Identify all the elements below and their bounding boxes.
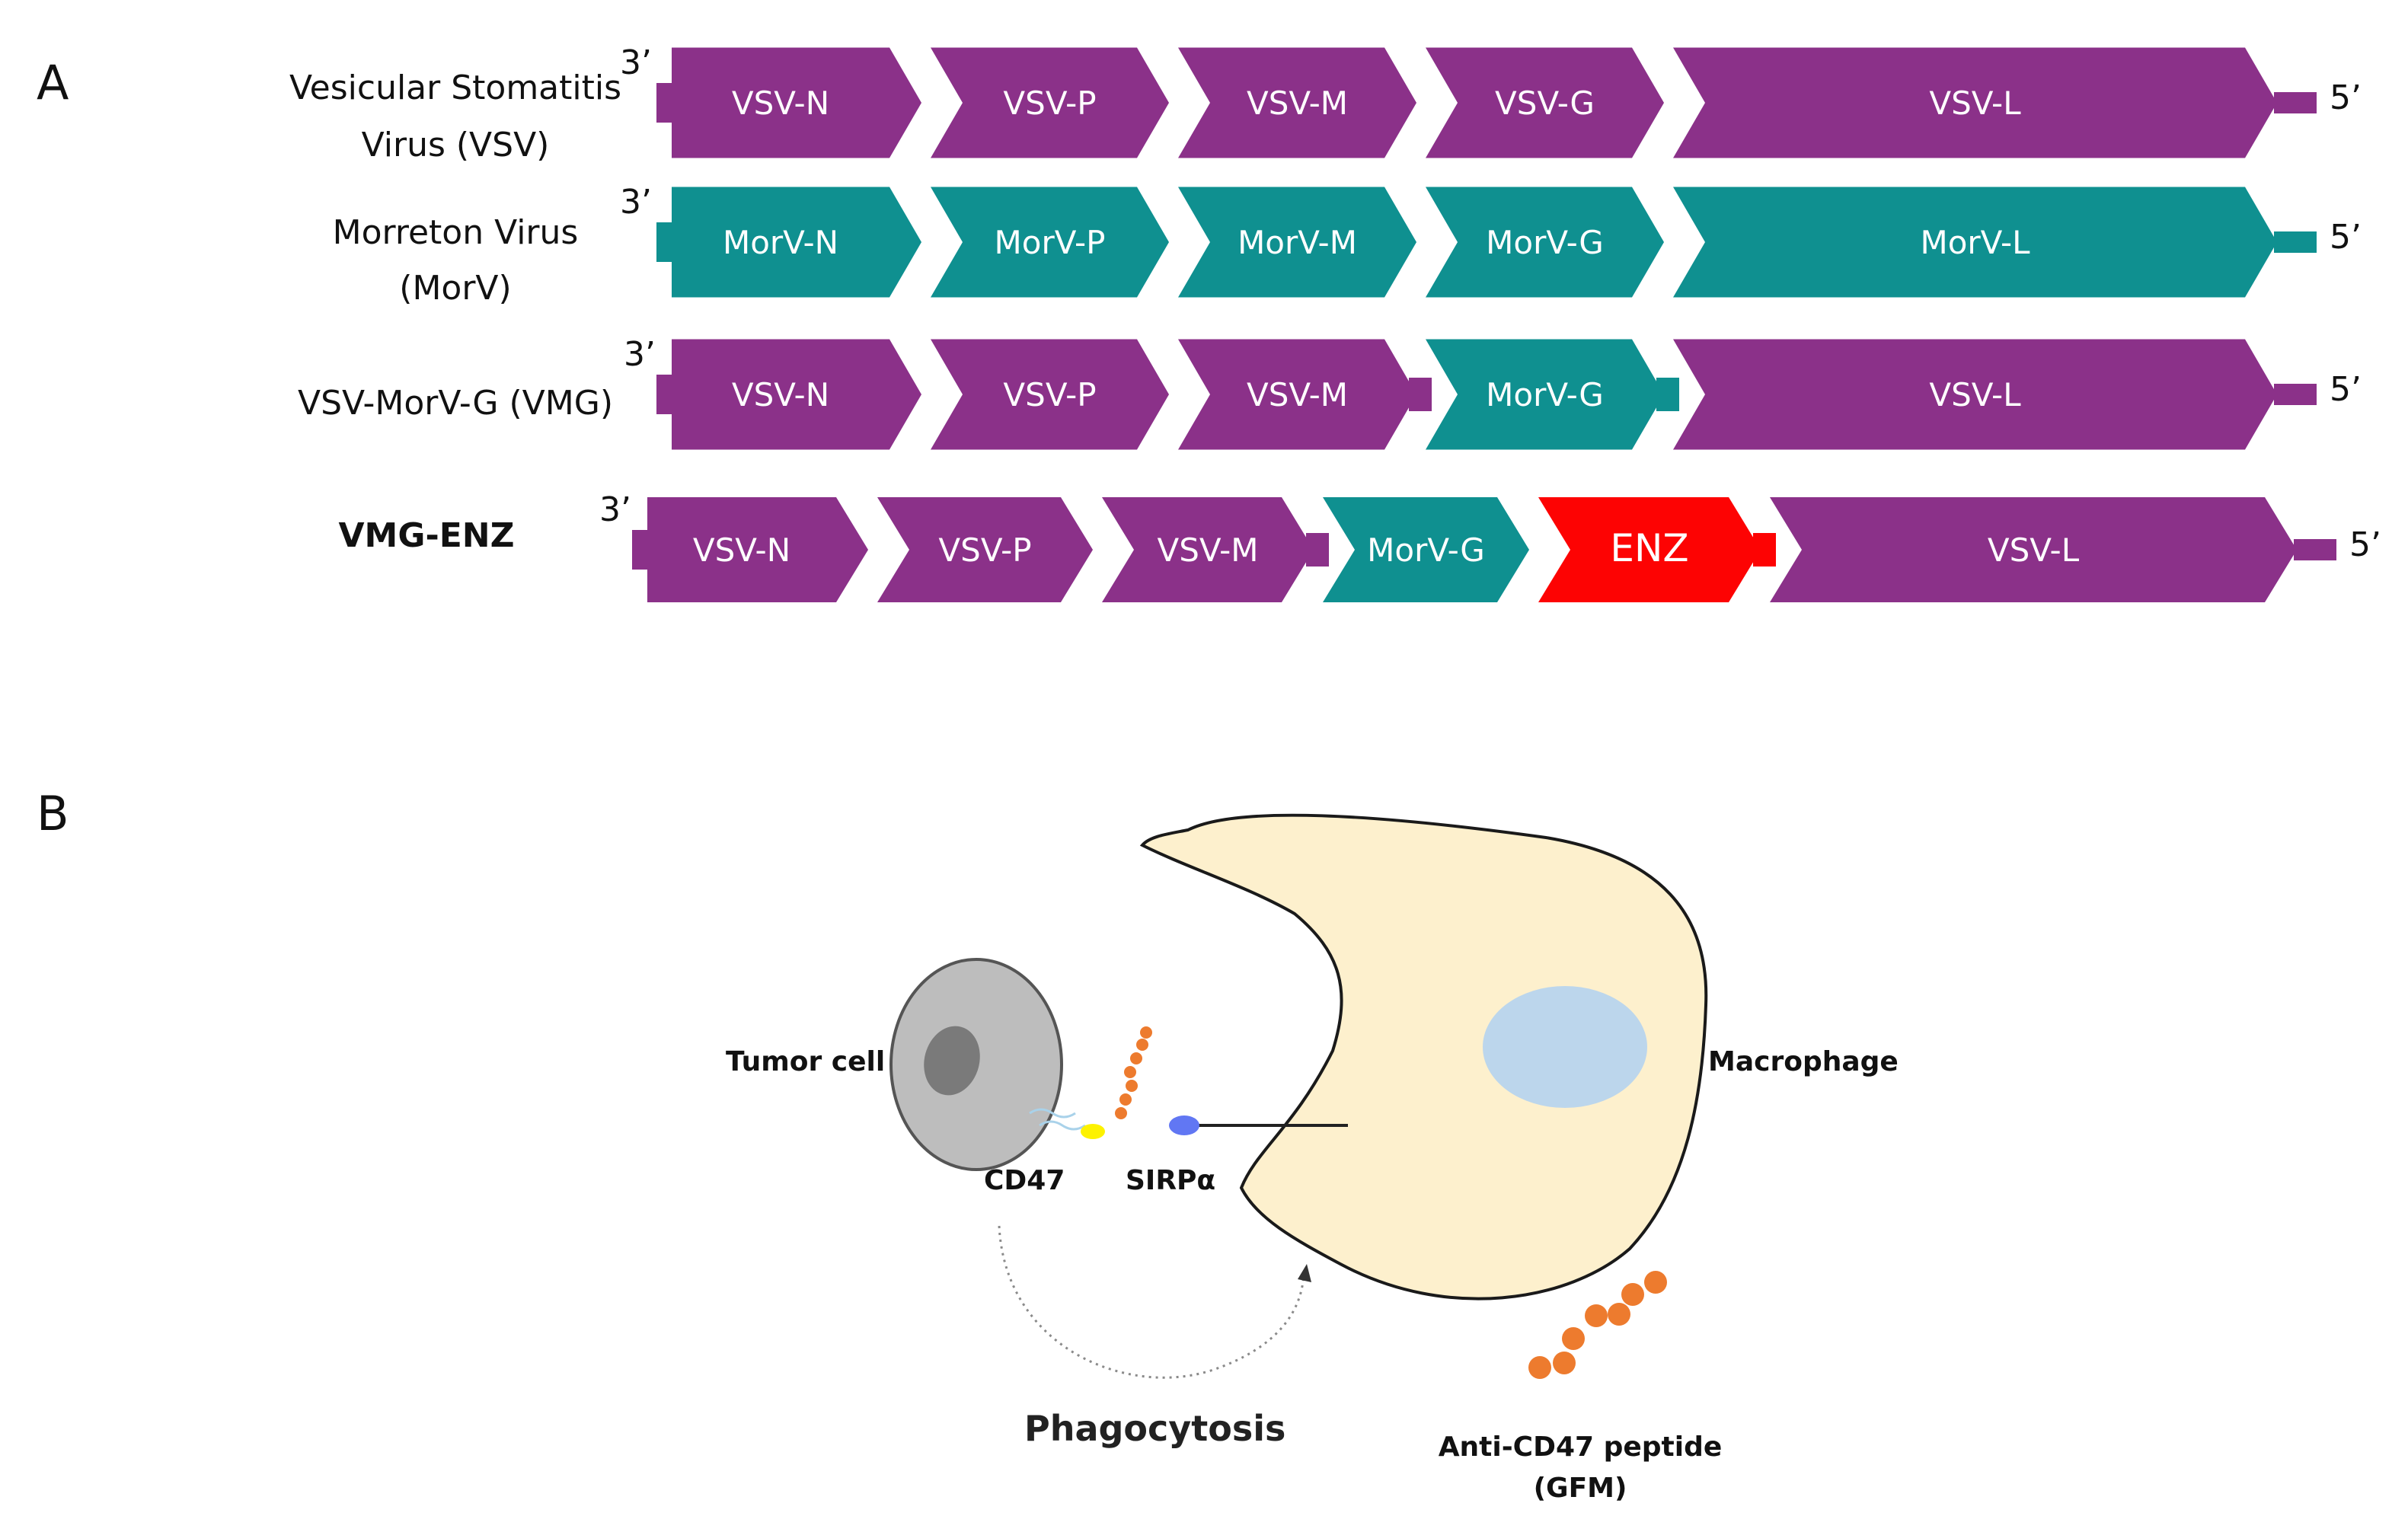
gene-segment-label: MorV-G [1367, 531, 1485, 569]
gene-segment [1673, 47, 2277, 158]
macrophage-cell [1139, 813, 1708, 1301]
gene-segment-label: MorV-G [1486, 376, 1604, 413]
gene-segment-label: VSV-P [938, 531, 1031, 569]
five-prime-label: 5’ [2330, 370, 2362, 409]
genome-row-label: VMG-ENZ [339, 516, 515, 555]
gene-segment [931, 47, 1169, 158]
cd47-receptor [1081, 1124, 1105, 1139]
five-prime-label: 5’ [2349, 525, 2381, 564]
genome-row: VMG-ENZ 3’ VSV-N VSV-P VSV-M MorV-G ENZ VSV-L 5’ [339, 490, 2381, 602]
genome-trailer-stub [2274, 92, 2317, 113]
panel-b-label: B [37, 786, 69, 841]
tumor-cell-label: Tumor cell [726, 1046, 885, 1077]
gene-segment-label: MorV-N [723, 224, 838, 261]
three-prime-label: 3’ [599, 490, 631, 529]
gene-segment-label: VSV-L [1988, 531, 2080, 569]
genome-trailer-stub [2294, 539, 2336, 560]
gene-segment-label: VSV-N [732, 376, 829, 413]
gene-segment-label: VSV-L [1929, 376, 2021, 413]
small-peptide-chain [1115, 1026, 1152, 1119]
gene-segment-label: ENZ [1610, 526, 1688, 570]
panel-a-label: A [37, 55, 69, 110]
gene-segment-label: VSV-L [1929, 85, 2021, 122]
three-prime-label: 3’ [624, 335, 656, 374]
gene-segment-label: VSV-N [732, 85, 829, 122]
membrane-squiggle [1029, 1108, 1086, 1131]
mechanism-schematic: Tumor cell Macrophage CD47 SIRPα Phagocy… [726, 813, 1899, 1504]
phagocytosis-arrowhead [1298, 1264, 1311, 1282]
genome-row-label: VSV-MorV-G (VMG) [298, 384, 613, 423]
gene-segment-label: VSV-P [1003, 376, 1096, 413]
gene-segment [672, 47, 921, 158]
gene-segment [672, 339, 921, 450]
macrophage-nucleus [1483, 986, 1647, 1108]
gene-segment-label: VSV-M [1247, 85, 1348, 122]
genome-row-label: Morreton Virus [333, 213, 579, 252]
phagocytosis-arrow [998, 1225, 1305, 1379]
segment-junction [1306, 533, 1329, 567]
macrophage-label: Macrophage [1708, 1046, 1899, 1077]
five-prime-label: 5’ [2330, 218, 2362, 257]
sirpa-receptor [1169, 1115, 1199, 1135]
peptide-label: Anti-CD47 peptide [1439, 1431, 1723, 1463]
gene-segment [1673, 187, 2277, 298]
gene-segment [1673, 339, 2277, 450]
gfm-peptide-chain [1528, 1271, 1667, 1379]
gene-segment [1102, 497, 1314, 602]
genome-row-label: (MorV) [399, 269, 511, 308]
gene-segment-label: VSV-M [1157, 531, 1258, 569]
gene-segment [931, 187, 1169, 298]
three-prime-label: 3’ [620, 183, 652, 222]
gene-segment-label: VSV-G [1495, 85, 1595, 122]
gene-segment [877, 497, 1093, 602]
cd47-label: CD47 [984, 1165, 1065, 1196]
gene-segment [647, 497, 868, 602]
sirpa-label: SIRPα [1126, 1165, 1215, 1196]
gene-segment [1426, 47, 1664, 158]
gene-segment [1426, 187, 1664, 298]
segment-junction [1753, 533, 1776, 567]
genome-row-label: Virus (VSV) [362, 126, 550, 164]
genome-row-label: Vesicular Stomatitis [289, 69, 621, 107]
peptide-sublabel: (GFM) [1534, 1473, 1627, 1504]
gene-segment-label: VSV-P [1003, 85, 1096, 122]
gene-segment [1426, 339, 1664, 450]
gene-segment [931, 339, 1169, 450]
gene-segment-label: VSV-M [1247, 376, 1348, 413]
five-prime-label: 5’ [2330, 78, 2362, 117]
gene-segment [1323, 497, 1529, 602]
segment-junction [1656, 378, 1679, 411]
phagocytosis-label: Phagocytosis [1024, 1408, 1285, 1449]
genome-row: VSV-MorV-G (VMG) 3’ VSV-N VSV-P VSV-M MorV-G V… [298, 335, 2362, 450]
gene-segment-label: MorV-G [1486, 224, 1604, 261]
gene-segment-label: MorV-L [1920, 224, 2030, 261]
three-prime-label: 3’ [620, 43, 652, 82]
gene-segment-label: MorV-M [1238, 224, 1357, 261]
tumor-nucleus [924, 1026, 980, 1096]
genome-trailer-stub [2274, 384, 2317, 405]
gene-segment [1178, 47, 1416, 158]
gene-segment [1770, 497, 2297, 602]
gene-segment-label: MorV-P [995, 224, 1106, 261]
gene-segment [1538, 497, 1761, 602]
gene-segment [1178, 339, 1416, 450]
genome-row: Morreton Virus (MorV) 3’ MorV-N MorV-P MorV-M… [333, 183, 2362, 308]
genome-trailer-stub [2274, 231, 2317, 253]
segment-junction [1409, 378, 1432, 411]
gene-segment [672, 187, 921, 298]
gene-segment-label: VSV-N [693, 531, 790, 569]
gene-segment [1178, 187, 1416, 298]
